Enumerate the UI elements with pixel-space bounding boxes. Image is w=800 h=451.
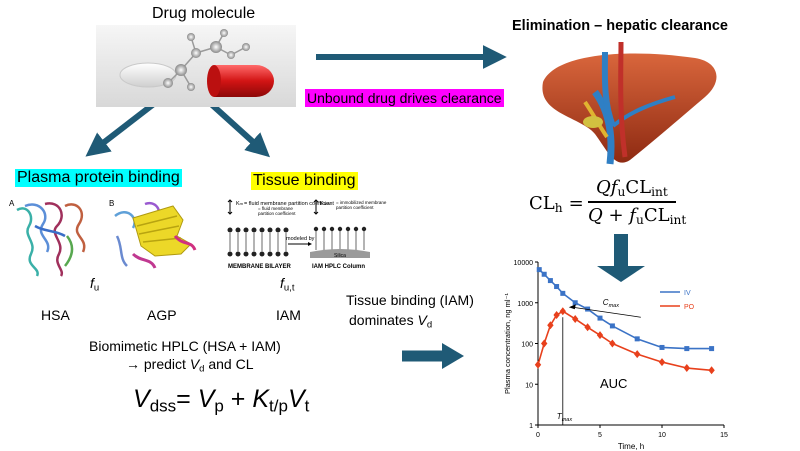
tissue-dominates-line1: Tissue binding (IAM) bbox=[346, 292, 474, 308]
svg-text:KIAM: KIAM bbox=[320, 201, 331, 207]
drug-molecule-title: Drug molecule bbox=[152, 5, 256, 22]
data-point-po bbox=[572, 314, 579, 323]
clh-fraction-bar bbox=[588, 201, 676, 203]
arrow-down-head bbox=[597, 266, 645, 282]
y-tick-label: 1000 bbox=[517, 301, 533, 308]
fut-symbol: fu,t bbox=[280, 275, 295, 294]
data-point-iv bbox=[560, 290, 566, 296]
protein-structures-image: A B bbox=[9, 199, 197, 277]
tissue-binding-title: Tissue binding bbox=[251, 172, 358, 190]
hsa-label: HSA bbox=[41, 307, 70, 323]
data-point-po bbox=[584, 323, 591, 332]
liver-icon bbox=[542, 42, 717, 165]
cmax-label: Cmax bbox=[603, 298, 619, 309]
data-point-iv bbox=[659, 344, 665, 350]
data-point-iv bbox=[547, 278, 553, 284]
data-point-po bbox=[534, 360, 542, 369]
legend-label-po: PO bbox=[684, 304, 695, 311]
drug-capsule-image bbox=[96, 25, 296, 107]
tmax-label: Tmax bbox=[557, 412, 573, 423]
data-point-iv bbox=[609, 323, 615, 329]
x-tick-label: 15 bbox=[720, 432, 728, 439]
elimination-title: Elimination – hepatic clearance bbox=[512, 18, 728, 34]
svg-text:Silica: Silica bbox=[334, 253, 346, 259]
arrow-to-plasma-binding bbox=[85, 100, 157, 157]
data-point-iv bbox=[536, 267, 542, 273]
biomimetic-hplc-line1: Biomimetic HPLC (HSA + IAM) bbox=[89, 338, 281, 354]
clh-numerator: QfuCLint bbox=[596, 177, 668, 200]
y-axis-label: Plasma concentration, ng ml⁻¹ bbox=[503, 292, 512, 394]
clh-denominator: Q + fuCLint bbox=[588, 205, 687, 228]
y-tick-label: 1 bbox=[529, 423, 533, 430]
arrow-right-head bbox=[442, 343, 464, 369]
y-tick-label: 10 bbox=[525, 382, 533, 389]
panel-b-label: B bbox=[109, 199, 114, 208]
x-axis-label: Time, h bbox=[618, 442, 644, 450]
arrow-to-tissue-binding bbox=[207, 100, 271, 158]
x-tick-label: 5 bbox=[598, 432, 602, 439]
data-point-iv bbox=[541, 271, 547, 277]
vdss-equation: Vdss= Vp + Kt/pVt bbox=[133, 385, 310, 416]
x-tick-label: 0 bbox=[536, 432, 540, 439]
panel-a-label: A bbox=[9, 199, 15, 208]
y-tick-label: 100 bbox=[521, 342, 533, 349]
series-line-po bbox=[537, 310, 712, 372]
data-point-po bbox=[634, 350, 641, 359]
unbound-drug-label: Unbound drug drives clearance bbox=[305, 89, 504, 107]
data-point-po bbox=[596, 331, 604, 340]
iam-label: IAM bbox=[276, 307, 301, 323]
biomimetic-hplc-line2: → predict Vd and CL bbox=[126, 356, 254, 375]
data-point-iv bbox=[684, 346, 690, 352]
svg-text:Km= fluid membrane partition c: Km= fluid membrane partition coefficient bbox=[236, 201, 334, 207]
data-point-po bbox=[658, 358, 666, 367]
data-point-po bbox=[609, 339, 616, 348]
cmax-pointer-line bbox=[572, 306, 641, 318]
data-point-iv bbox=[554, 284, 560, 290]
tissue-dominates-line2: dominates Vd bbox=[349, 312, 433, 331]
data-point-iv bbox=[634, 336, 640, 342]
plasma-protein-binding-title: Plasma protein binding bbox=[15, 169, 182, 187]
data-point-iv bbox=[709, 346, 715, 352]
y-tick-label: 10000 bbox=[514, 260, 534, 267]
data-point-po bbox=[708, 366, 715, 375]
svg-text:IAM HPLC Column: IAM HPLC Column bbox=[312, 264, 365, 270]
svg-text:modeled by: modeled by bbox=[286, 236, 315, 242]
svg-text:MEMBRANE BILAYER: MEMBRANE BILAYER bbox=[228, 264, 291, 270]
data-point-po bbox=[683, 364, 690, 373]
agp-label: AGP bbox=[147, 307, 177, 323]
legend-label-iv: IV bbox=[684, 290, 691, 297]
clh-lhs: CLh= bbox=[529, 193, 584, 216]
auc-label: AUC bbox=[600, 376, 627, 391]
data-point-iv bbox=[597, 315, 603, 321]
data-point-po bbox=[541, 339, 548, 348]
data-point-po bbox=[559, 307, 566, 316]
membrane-iam-image: Km= fluid membrane partition coefficient… bbox=[227, 199, 386, 270]
x-tick-label: 10 bbox=[658, 432, 666, 439]
data-point-iv bbox=[572, 300, 578, 306]
cmax-pointer-head bbox=[568, 304, 576, 310]
fu-symbol: fu bbox=[90, 275, 100, 294]
